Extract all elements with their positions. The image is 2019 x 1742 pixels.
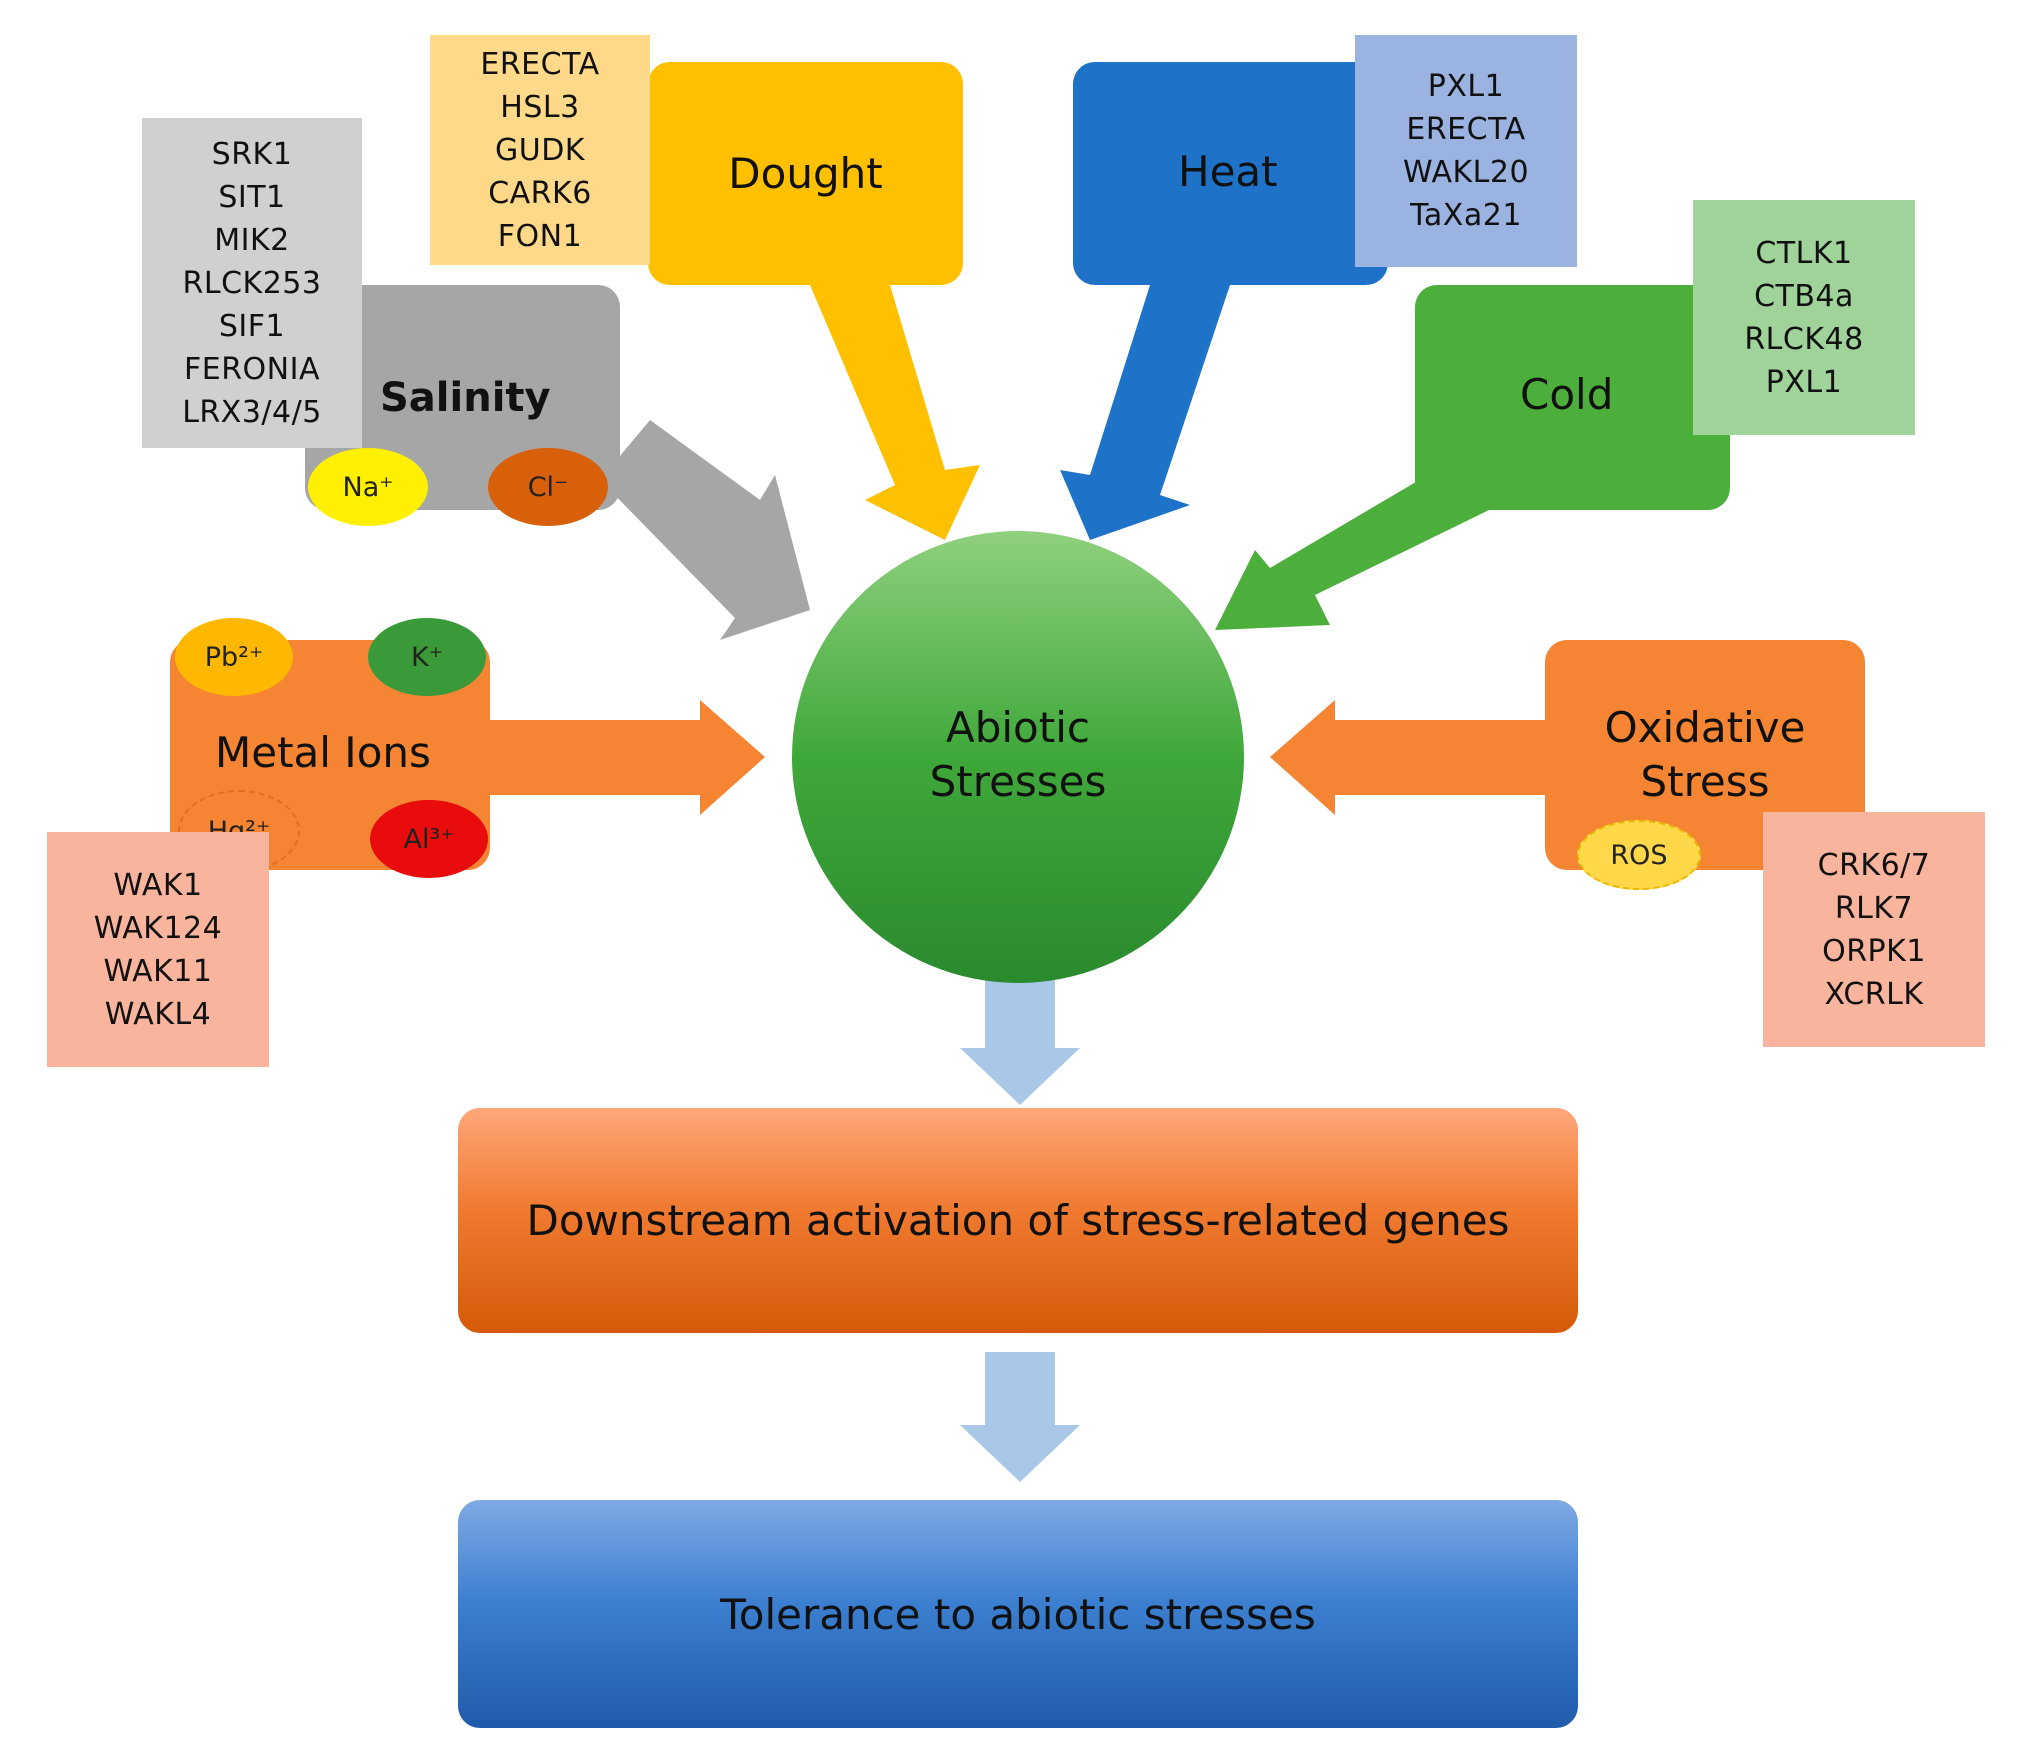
sodium-ion: Na⁺ [308,448,428,526]
cold-gene: RLCK48 [1744,321,1864,357]
potassium-ion: K⁺ [368,618,486,696]
heat-gene: PXL1 [1427,69,1505,104]
salinity-gene: SIT1 [218,179,286,215]
drought-box: Dought [648,62,963,285]
heat-genes-box: PXL1 ERECTA WAKL20 TaXa21 [1355,35,1577,267]
salinity-gene: MIK2 [214,222,290,258]
drought-genes-box: ERECTA HSL3 GUDK CARK6 FON1 [430,35,650,265]
cold-gene: PXL1 [1765,364,1843,400]
metal-gene: WAKL4 [104,996,212,1032]
downstream-activation-box: Downstream activation of stress-related … [458,1108,1578,1333]
tolerance-box: Tolerance to abiotic stresses [458,1500,1578,1728]
drought-arrow [810,285,980,540]
cold-genes-box: CTLK1 CTB4a RLCK48 PXL1 [1693,200,1915,435]
salinity-gene: SRK1 [211,136,293,172]
aluminium-ion: Al³⁺ [370,800,488,878]
drought-gene: HSL3 [500,89,580,125]
flow-arrow-2 [960,1352,1080,1482]
oxidative-gene: XCRLK [1824,976,1924,1012]
oxidative-genes-box: CRK6/7 RLK7 ORPK1 XCRLK [1763,812,1985,1047]
salinity-gene: RLCK253 [182,265,322,301]
drought-gene: CARK6 [488,175,592,211]
chloride-ion: Cl⁻ [488,448,608,526]
abiotic-stresses-circle [792,531,1244,983]
lead-ion: Pb²⁺ [175,618,293,696]
metal-gene: WAK124 [93,910,223,946]
metal-gene: WAK11 [103,953,213,989]
cold-box: Cold [1415,285,1730,510]
drought-gene: FON1 [497,218,583,254]
heat-box: Heat [1073,62,1388,285]
tolerance-label: Tolerance to abiotic stresses [720,1589,1316,1639]
metal-arrow [490,700,765,815]
metal-ions-label: Metal Ions [215,728,431,777]
oxidative-gene: ORPK1 [1822,933,1926,969]
cold-label: Cold [1520,370,1614,419]
oxidative-gene: CRK6/7 [1817,847,1931,883]
drought-gene: ERECTA [480,46,600,82]
cold-gene: CTB4a [1754,278,1854,314]
salinity-gene: SIF1 [218,308,286,344]
flow-arrow-1 [960,975,1080,1105]
downstream-activation-label: Downstream activation of stress-related … [526,1196,1510,1245]
salinity-arrow [600,420,810,640]
cold-gene: CTLK1 [1755,235,1853,271]
heat-gene: ERECTA [1406,112,1526,147]
heat-label: Heat [1178,147,1278,196]
metal-gene: WAK1 [113,867,203,903]
metal-genes-box: WAK1 WAK124 WAK11 WAKL4 [47,832,269,1067]
heat-gene: WAKL20 [1402,155,1530,190]
abiotic-stresses-label: Abiotic Stresses [929,703,1107,806]
oxidative-arrow [1270,700,1545,815]
heat-arrow [1060,285,1230,540]
drought-label: Dought [728,149,883,198]
oxidative-gene: RLK7 [1834,890,1914,926]
heat-gene: TaXa21 [1410,198,1522,233]
salinity-label: Salinity [380,375,551,421]
drought-gene: GUDK [495,132,585,168]
salinity-genes-box: SRK1 SIT1 MIK2 RLCK253 SIF1 FERONIA LRX3… [142,118,362,448]
ros-badge: ROS [1577,820,1701,890]
salinity-gene: LRX3/4/5 [182,394,322,430]
oxidative-stress-label: Oxidative Stress [1604,703,1806,806]
salinity-gene: FERONIA [184,351,320,387]
